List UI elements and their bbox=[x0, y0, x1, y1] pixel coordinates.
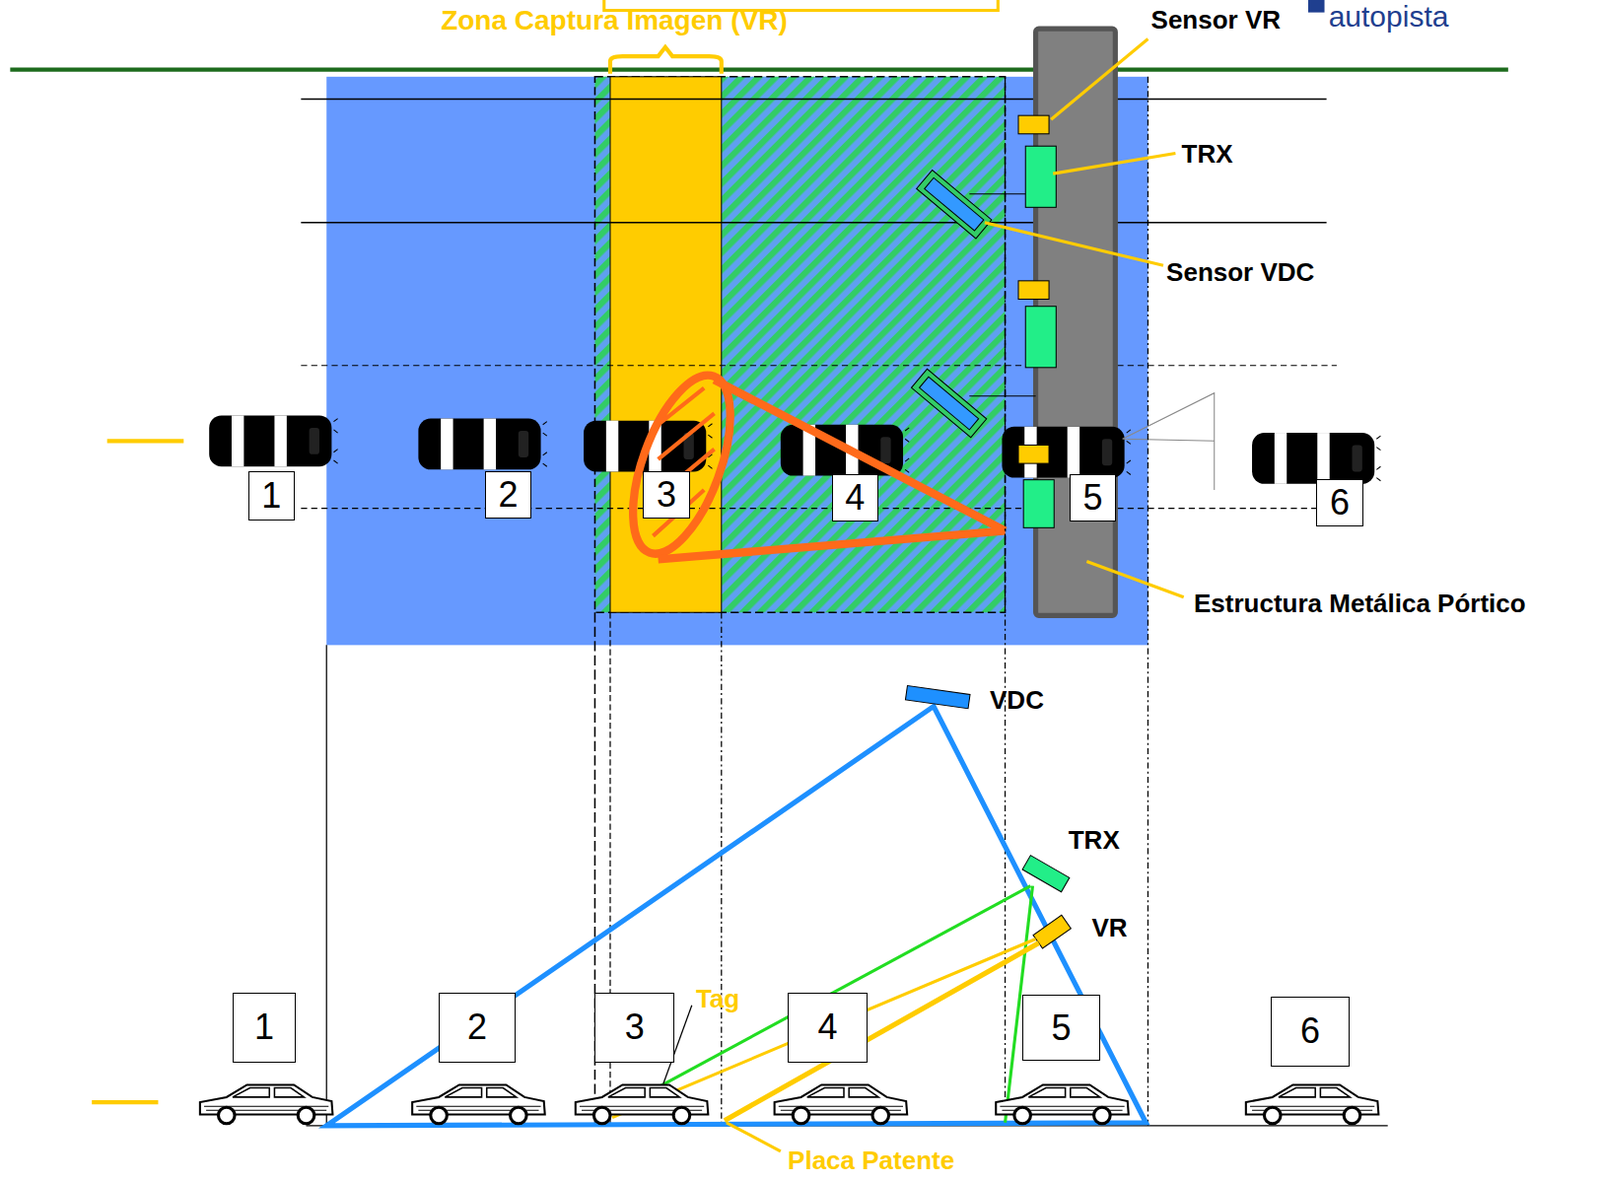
callout-number: 5 bbox=[1050, 1010, 1071, 1046]
number-box: 4 bbox=[787, 992, 868, 1062]
callout-number: 6 bbox=[1329, 485, 1350, 521]
label-text: Placa Patente bbox=[787, 1146, 955, 1176]
label-text: VR bbox=[1092, 913, 1128, 943]
callout-number: 4 bbox=[844, 480, 865, 516]
number-box: 5 bbox=[1069, 474, 1117, 522]
label-text: TRX bbox=[1182, 139, 1234, 169]
label-text: TRX bbox=[1068, 826, 1120, 855]
callout-number: 6 bbox=[1300, 1013, 1321, 1049]
number-box: 5 bbox=[1022, 994, 1101, 1061]
callout-number: 5 bbox=[1083, 480, 1104, 516]
callout-number: 4 bbox=[817, 1009, 837, 1045]
callout-number: 2 bbox=[467, 1009, 487, 1045]
number-box: 4 bbox=[832, 474, 880, 522]
callout-number: 2 bbox=[497, 477, 518, 513]
number-box: 1 bbox=[232, 992, 296, 1062]
number-box: 2 bbox=[485, 471, 533, 519]
number-box: 3 bbox=[594, 992, 675, 1062]
number-box: 6 bbox=[1270, 996, 1351, 1066]
label-text: Sensor VR bbox=[1151, 5, 1282, 35]
label-text: Sensor VDC bbox=[1166, 258, 1315, 287]
callout-number: 1 bbox=[261, 478, 281, 514]
number-box: 2 bbox=[438, 992, 516, 1062]
label-text: VDC bbox=[989, 686, 1044, 715]
callout-number: 3 bbox=[656, 477, 677, 513]
label-text: autopista bbox=[1328, 0, 1450, 33]
number-box: 1 bbox=[248, 471, 296, 521]
number-box: 6 bbox=[1316, 479, 1364, 527]
label-text: Zona Captura Imagen (VR) bbox=[440, 5, 788, 37]
label-text: Tag bbox=[695, 984, 740, 1014]
callout-number: 3 bbox=[625, 1009, 645, 1045]
label-text: Estructura Metálica Pórtico bbox=[1193, 589, 1527, 619]
number-box: 3 bbox=[642, 471, 691, 519]
callout-number: 1 bbox=[254, 1009, 275, 1045]
